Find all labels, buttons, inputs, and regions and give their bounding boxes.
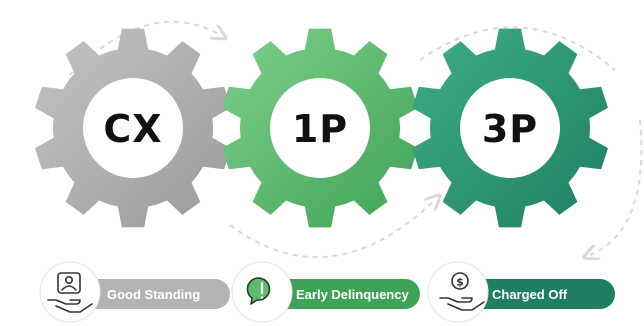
gear-1p-center [270, 78, 370, 178]
arc-bottom-middle [229, 200, 435, 259]
arc-top-right [419, 26, 616, 71]
stage-good-standing-pill [60, 279, 230, 309]
stage-early-delinquency: Early Delinquency [231, 261, 420, 323]
cycle-arcs [69, 20, 643, 259]
gear-cx-label: CX [103, 107, 162, 151]
svg-text:$: $ [456, 276, 464, 289]
stage-early-delinquency-pill [250, 279, 420, 309]
gear-3p: 3P [412, 28, 608, 228]
stage-charged-off: $ Charged Off [427, 261, 615, 323]
arc-right [590, 119, 643, 255]
gear-1p: 1P [222, 28, 418, 228]
stage-good-standing: Good Standing [39, 261, 230, 323]
stage-good-standing-icon-circle [39, 261, 101, 323]
gear-3p-center [460, 78, 560, 178]
gear-cx-center [83, 78, 183, 178]
arc-top-left [69, 20, 220, 76]
stage-early-delinquency-label: Early Delinquency [296, 287, 409, 302]
stage-charged-off-label: Charged Off [492, 287, 568, 302]
gear-1p-label: 1P [292, 107, 348, 151]
gear-cx: CX [35, 28, 231, 228]
stage-charged-off-icon-circle [427, 261, 489, 323]
stage-good-standing-label: Good Standing [107, 287, 200, 302]
exclamation-bubble-icon [246, 277, 271, 305]
hand-holding-dollar-icon: $ [439, 272, 485, 311]
gear-3p-label: 3P [482, 107, 538, 151]
hand-holding-person-icon [47, 272, 93, 313]
